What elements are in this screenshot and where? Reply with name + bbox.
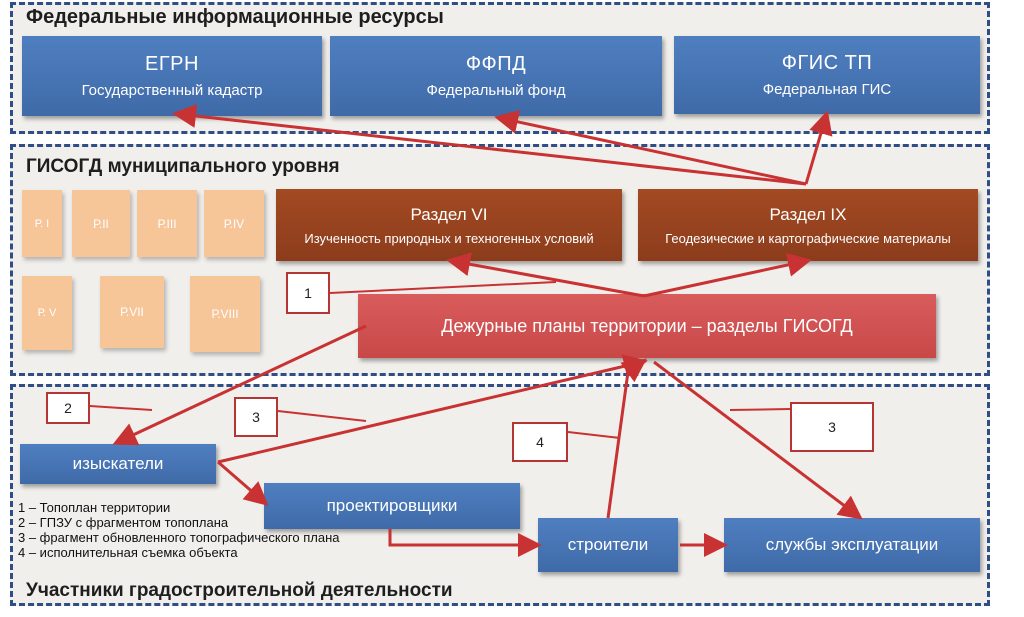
surveyors-box[interactable]: изыскатели [20,444,216,484]
builders-box[interactable]: строители [538,518,678,572]
surveyors-label: изыскатели [72,454,164,473]
section-box-3[interactable]: Р.III [137,190,197,257]
callout-4: 4 [512,422,568,462]
section-box-4[interactable]: Р.IV [204,190,264,257]
section-box-5[interactable]: Р. V [22,276,72,350]
callout-3-left: 3 [234,397,278,437]
section-box-1[interactable]: Р. I [22,190,62,257]
arrow-from-surveyors [217,354,648,464]
participants-title: Участники градостроительной деятельности [26,580,453,601]
razdel-9-name: Раздел IX [769,204,847,224]
leader-3-left [277,410,367,422]
legend-item-2: 2 – ГПЗУ с фрагментом топоплана [18,515,229,530]
egrn-box[interactable]: ЕГРН Государственный кадастр [22,36,322,116]
arrow-to-razdel-6 [446,252,645,298]
arrow-to-builders [388,529,542,557]
razdel-6-name: Раздел VI [410,204,488,224]
leader-4 [567,431,621,439]
egrn-name: ЕГРН [145,53,199,75]
legend-item-3: 3 – фрагмент обновленного топографическо… [18,530,340,545]
designers-box[interactable]: проектировщики [264,483,520,529]
ffpd-name: ФФПД [465,53,527,75]
leader-1 [329,281,557,294]
designers-label: проектировщики [326,496,458,515]
gisogd-title: ГИСОГД муниципального уровня [26,156,340,177]
federal-resources-title: Федеральные информационные ресурсы [26,6,444,28]
razdel-6-desc: Изученность природных и техногенных усло… [304,230,594,246]
callout-3-right: 3 [790,402,874,452]
egrn-desc: Государственный кадастр [81,82,263,99]
arrow-to-designers [217,460,269,506]
legend-item-1: 1 – Топоплан территории [18,500,171,515]
razdel-6-box[interactable]: Раздел VI Изученность природных и техног… [276,189,622,261]
arrow-from-builders [606,358,647,519]
arrow-to-fgis [804,110,833,185]
builders-label: строители [567,535,649,554]
legend: 1 – Топоплан территории 2 – ГПЗУ с фрагм… [18,500,339,560]
section-box-8[interactable]: Р.VIII [190,276,260,352]
leader-2 [89,405,153,411]
arrow-to-operators [653,360,863,520]
section-box-2[interactable]: Р.II [72,190,130,257]
operators-label: службы эксплуатации [765,535,939,554]
razdel-9-desc: Геодезические и картографические материа… [665,230,951,246]
callout-2: 2 [46,392,90,424]
ffpd-box[interactable]: ФФПД Федеральный фонд [330,36,662,116]
duty-plans-label: Дежурные планы территории – разделы ГИСО… [441,315,853,336]
arrow-to-ffpd [494,110,807,186]
section-box-7[interactable]: Р.VII [100,276,164,348]
callout-1: 1 [286,272,330,314]
fgis-box[interactable]: ФГИС ТП Федеральная ГИС [674,36,980,114]
leader-3-right [729,408,791,411]
fgis-name: ФГИС ТП [781,52,873,74]
fgis-desc: Федеральная ГИС [762,81,892,98]
arrow-to-egrn [172,104,807,186]
duty-plans-box[interactable]: Дежурные планы территории – разделы ГИСО… [358,294,936,358]
arrow-to-surveyors [112,324,367,446]
razdel-9-box[interactable]: Раздел IX Геодезические и картографическ… [638,189,978,261]
legend-item-4: 4 – исполнительная съемка объекта [18,545,238,560]
ffpd-desc: Федеральный фонд [426,82,566,99]
arrow-to-razdel-9 [643,253,812,298]
operators-box[interactable]: службы эксплуатации [724,518,980,572]
